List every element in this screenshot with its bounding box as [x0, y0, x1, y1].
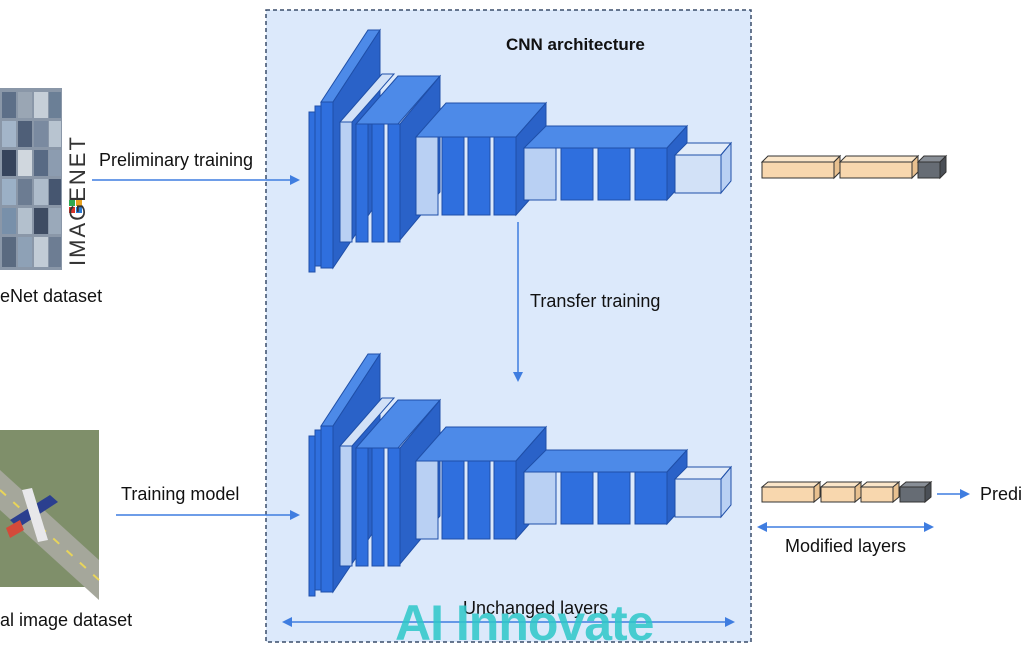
preliminary-training-label: Preliminary training: [99, 150, 254, 170]
training-model-label: Training model: [121, 484, 240, 504]
cnn-stack-bottom: [308, 352, 733, 597]
unchanged-layers-label: Unchanged layers: [463, 598, 609, 618]
imagenet-logo-text: IMAGENET: [65, 135, 90, 266]
fc-layers-bottom: [760, 480, 933, 504]
prediction-label: Predi: [980, 484, 1023, 504]
ai-innovate-watermark: AI Innovate: [395, 595, 654, 651]
aerial-image-dataset-caption: al image dataset: [0, 610, 133, 630]
aerial-airplane-image: [0, 430, 100, 600]
cnn-architecture-title: CNN architecture: [506, 35, 645, 54]
imagenet-logo-mark: [69, 200, 82, 213]
imagenet-dataset-caption: eNet dataset: [0, 286, 103, 306]
transfer-training-label: Transfer training: [530, 291, 661, 311]
modified-layers-label: Modified layers: [785, 536, 907, 556]
imagenet-thumbnail-grid: [0, 88, 62, 270]
cnn-stack-top: [308, 28, 733, 273]
fc-layers-top: [760, 154, 948, 180]
